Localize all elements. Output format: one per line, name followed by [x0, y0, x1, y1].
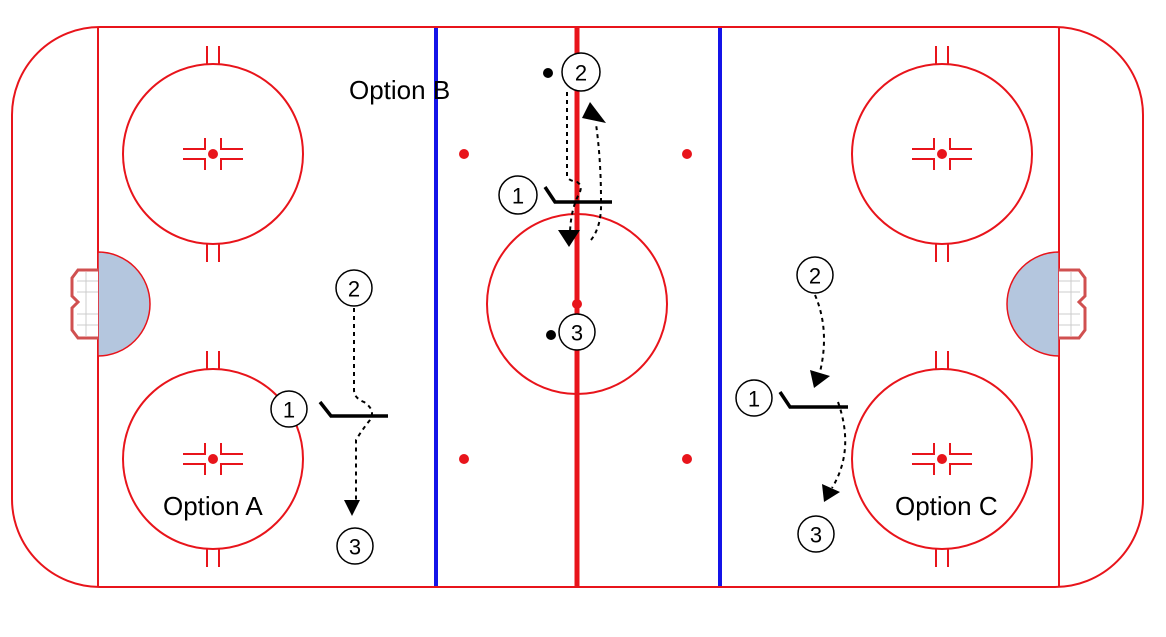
neutral-zone-dot	[682, 454, 692, 464]
option-a-play	[318, 308, 388, 516]
center-faceoff-dot	[572, 299, 582, 309]
hash-marks	[912, 46, 972, 262]
stick-icon	[778, 391, 848, 409]
player-b-2: 2	[561, 52, 601, 92]
goal-net-right	[1059, 268, 1087, 340]
player-a-2: 2	[335, 269, 373, 307]
player-number: 2	[575, 61, 587, 86]
player-c-1: 1	[735, 379, 773, 417]
goal-net-left	[70, 268, 98, 340]
puck-icon	[543, 68, 553, 78]
arrow-head-icon	[582, 102, 606, 123]
arrow-head-icon	[558, 230, 580, 247]
player-c-3: 3	[797, 515, 835, 553]
stick-icon	[318, 400, 388, 418]
faceoff-dot	[937, 454, 947, 464]
hash-marks	[912, 351, 972, 567]
end-zone-faceoff-circle	[122, 46, 304, 262]
hash-marks	[183, 351, 243, 567]
player-b-3: 3	[558, 313, 596, 351]
player-a-3: 3	[336, 527, 374, 565]
arrow-head-icon	[810, 370, 830, 388]
end-zone-faceoff-circle	[851, 351, 1033, 567]
option-a-label: Option A	[163, 491, 263, 521]
end-zone-faceoff-circle	[851, 46, 1033, 262]
player-number: 3	[349, 535, 361, 560]
option-c-play	[778, 294, 848, 502]
pass-path-a	[353, 308, 373, 500]
player-number: 2	[809, 264, 821, 289]
player-number: 1	[283, 398, 295, 423]
crease-left	[97, 251, 151, 357]
player-number: 1	[748, 387, 760, 412]
faceoff-dot	[937, 149, 947, 159]
puck-icon	[546, 330, 556, 340]
option-b-label: Option B	[349, 75, 450, 105]
player-number: 3	[571, 321, 583, 346]
option-b-play	[543, 68, 612, 340]
option-c-label: Option C	[895, 491, 998, 521]
hash-marks	[183, 46, 243, 262]
pass-path-b-down	[566, 92, 582, 233]
crease-right	[1006, 251, 1060, 357]
neutral-zone-dot	[459, 454, 469, 464]
player-c-2: 2	[796, 256, 834, 294]
rink-boards	[11, 26, 1144, 588]
arrow-head-icon	[344, 500, 360, 516]
pass-path-c-1	[814, 294, 825, 373]
player-b-1: 1	[498, 175, 538, 215]
arrow-head-icon	[822, 484, 840, 502]
center-faceoff-circle	[486, 213, 668, 395]
player-number: 3	[810, 523, 822, 548]
player-number: 1	[512, 184, 524, 209]
neutral-zone-dot	[459, 149, 469, 159]
faceoff-dot	[208, 149, 218, 159]
stick-icon	[543, 186, 612, 204]
neutral-zone-dot	[682, 149, 692, 159]
player-a-1: 1	[270, 390, 308, 428]
end-zone-faceoff-circle	[122, 351, 304, 567]
faceoff-dot	[208, 454, 218, 464]
player-number: 2	[348, 277, 360, 302]
pass-path-b-up	[590, 123, 603, 241]
pass-path-c-2	[831, 401, 847, 489]
